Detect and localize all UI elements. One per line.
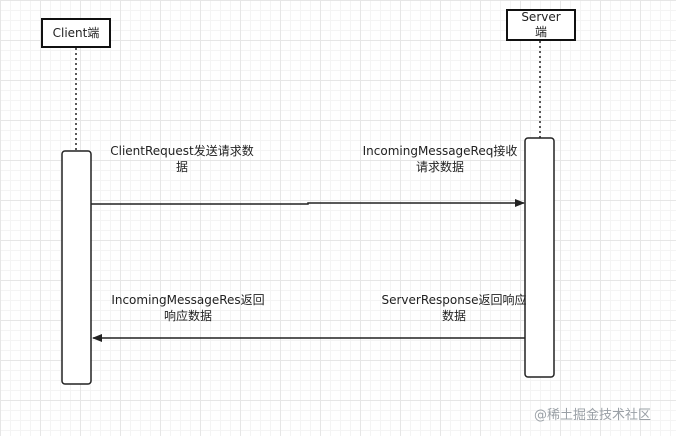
server-activation-bar bbox=[524, 137, 555, 378]
server-response-label-line1: ServerResponse返回响应 bbox=[381, 293, 527, 307]
server-participant-label-line1: Server bbox=[521, 10, 561, 24]
server-participant-box: Server 端 bbox=[506, 9, 576, 41]
incoming-request-label: IncomingMessageReq接收 请求数据 bbox=[354, 143, 526, 175]
client-request-label-line1: ClientRequest发送请求数 bbox=[110, 144, 254, 158]
client-request-label-line2: 据 bbox=[175, 160, 188, 174]
watermark: @稀土掘金技术社区 bbox=[534, 408, 652, 423]
client-request-label: ClientRequest发送请求数 据 bbox=[100, 143, 264, 175]
server-participant-label-line2: 端 bbox=[534, 25, 547, 39]
client-activation-bar bbox=[61, 150, 92, 385]
client-participant-label: Client端 bbox=[52, 25, 100, 40]
request-arrow bbox=[91, 199, 525, 207]
incoming-response-label-line2: 响应数据 bbox=[163, 309, 212, 323]
incoming-response-label-line1: IncomingMessageRes返回 bbox=[111, 293, 265, 307]
client-participant-box: Client端 bbox=[41, 18, 111, 48]
incoming-response-label: IncomingMessageRes返回 响应数据 bbox=[102, 292, 274, 324]
incoming-request-label-line1: IncomingMessageReq接收 bbox=[362, 144, 518, 158]
server-response-label-line2: 数据 bbox=[441, 309, 466, 323]
incoming-request-label-line2: 请求数据 bbox=[415, 160, 464, 174]
server-response-label: ServerResponse返回响应 数据 bbox=[374, 292, 534, 324]
